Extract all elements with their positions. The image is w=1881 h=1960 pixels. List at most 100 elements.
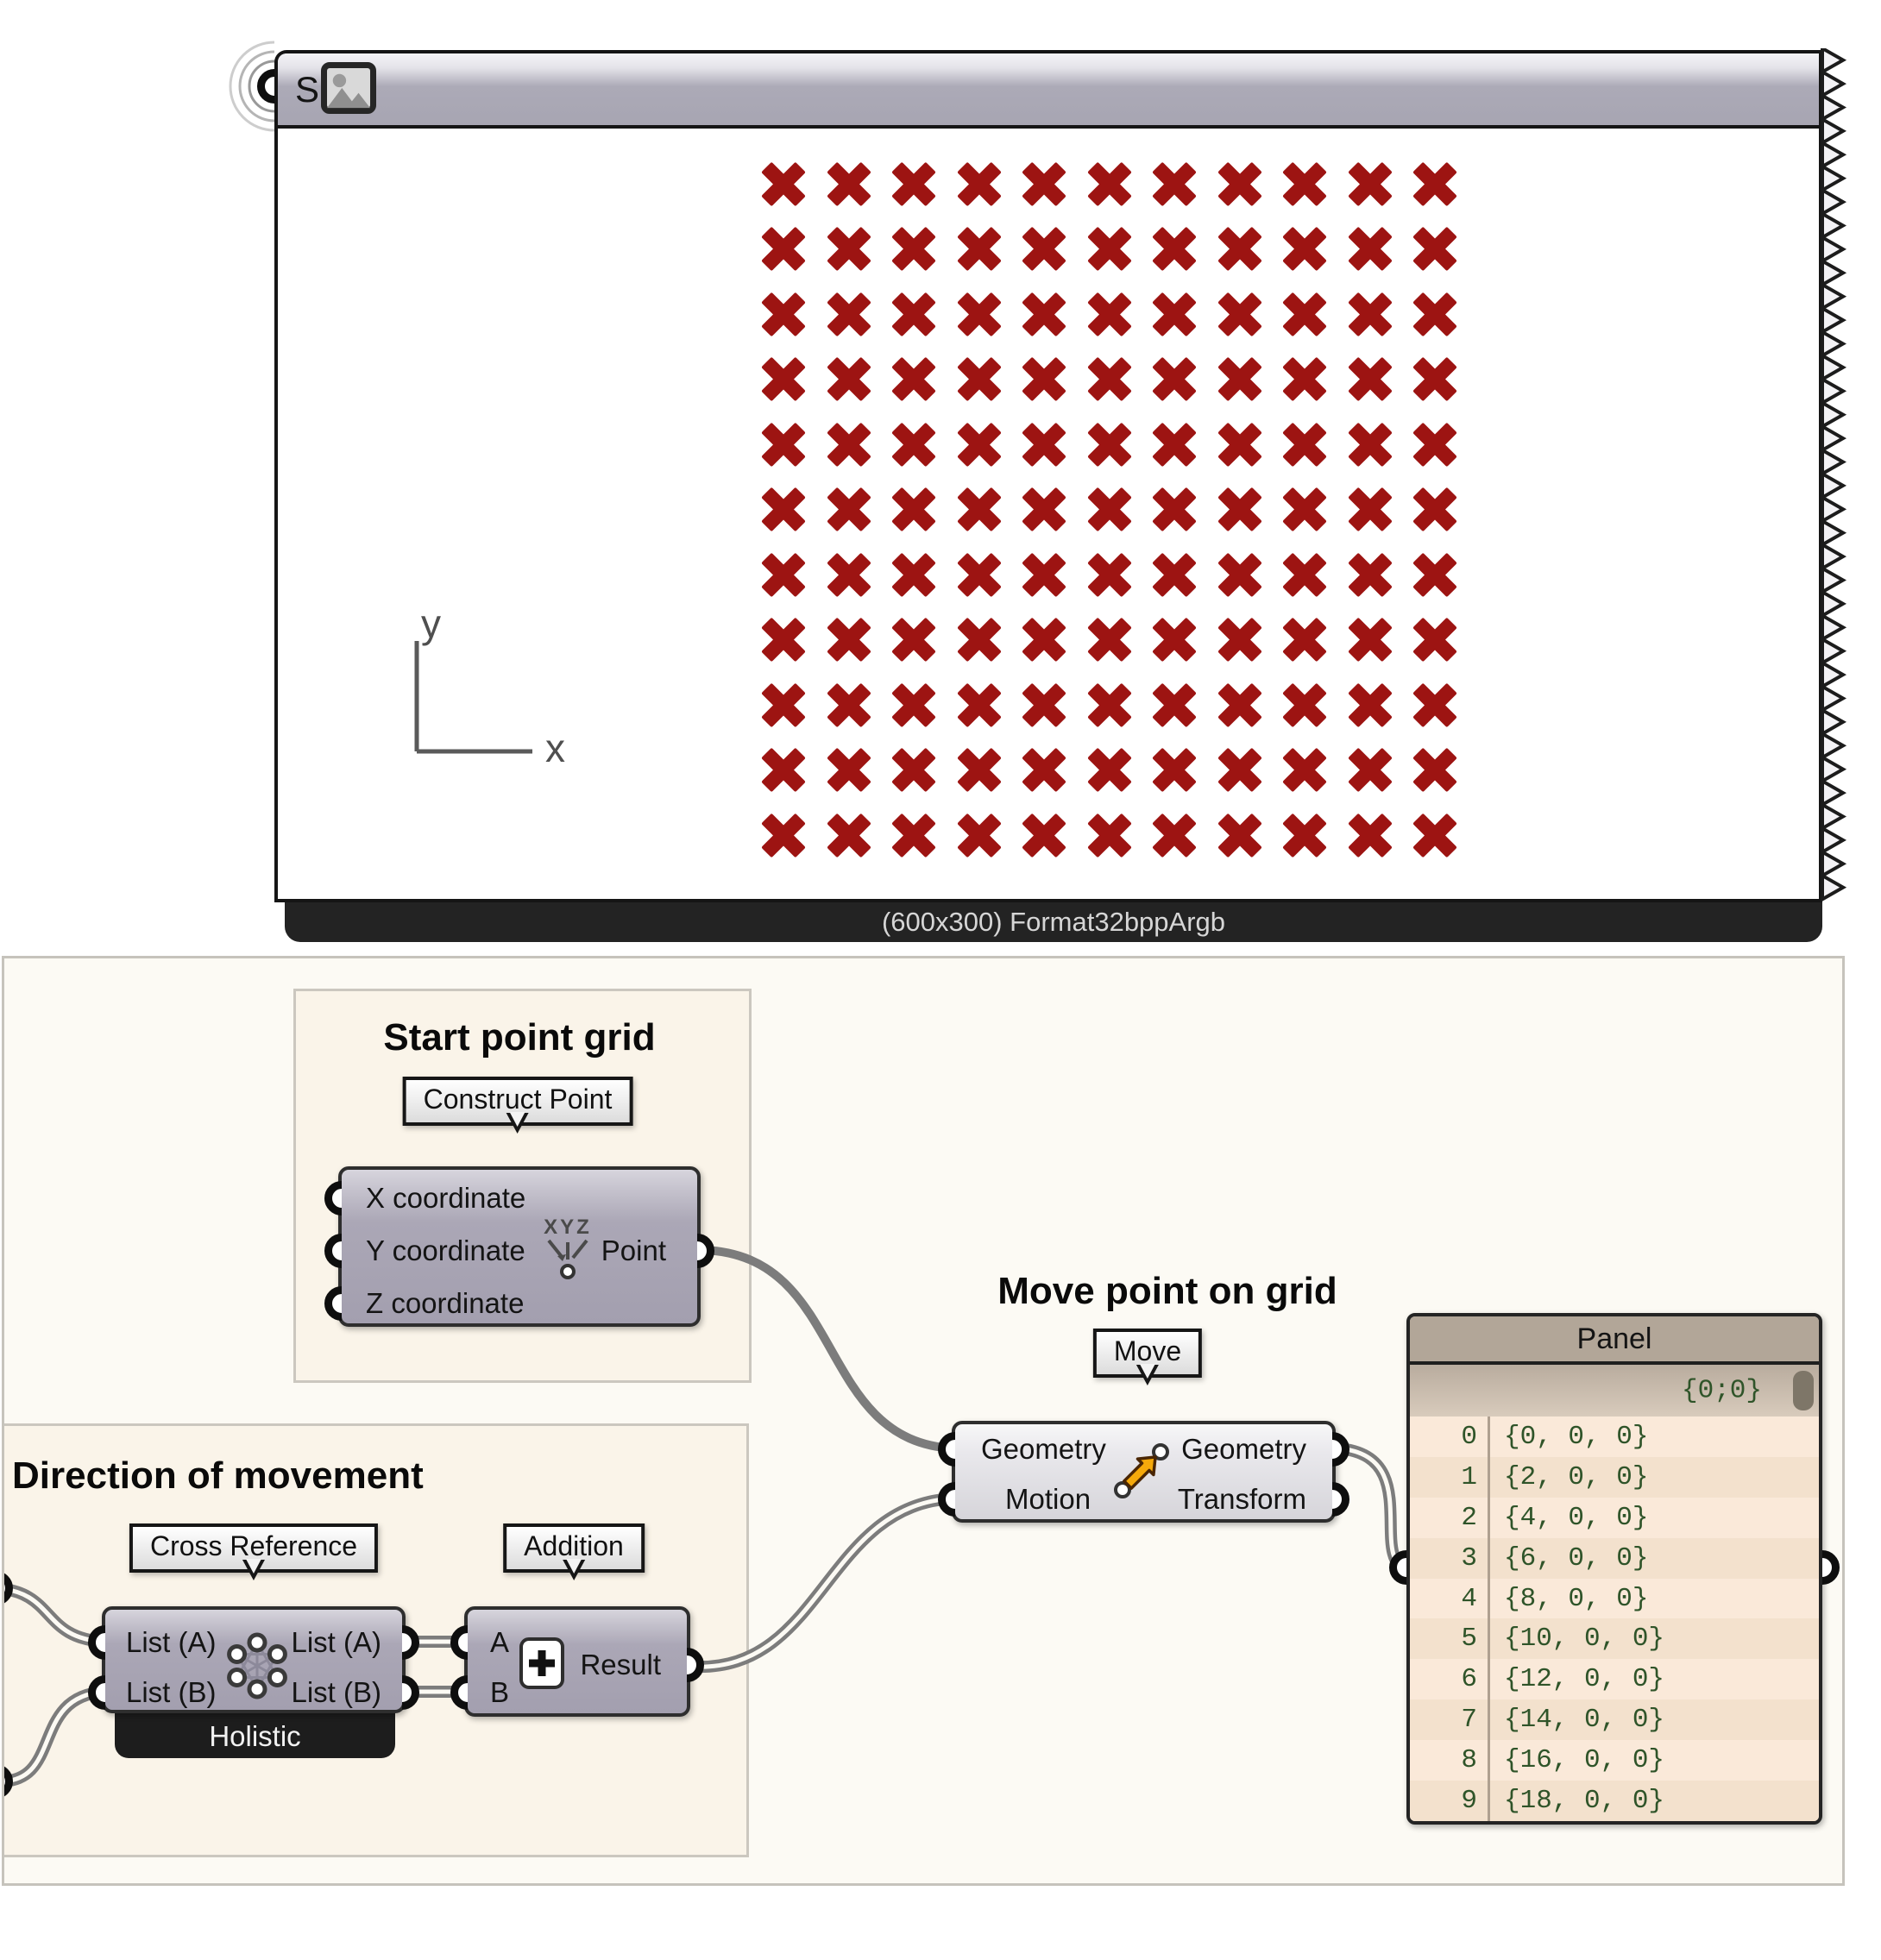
panel-row: 5{10, 0, 0} (1410, 1618, 1819, 1660)
grid-mark-x (1346, 225, 1394, 273)
grid-mark-x (825, 746, 873, 795)
grid-mark-x (1216, 225, 1264, 273)
addition-icon (519, 1637, 564, 1689)
grid-mark-x (1020, 160, 1068, 208)
grid-mark-x (1150, 225, 1198, 273)
panel-row: 2{4, 0, 0} (1410, 1497, 1819, 1538)
grid-mark-x (890, 486, 938, 534)
grid-mark-x (1085, 420, 1134, 468)
output-transform-label: Transform (1177, 1483, 1306, 1515)
input-a-label: A (490, 1626, 510, 1658)
input-geometry-label: Geometry (981, 1433, 1106, 1465)
panel-component[interactable]: Panel {0;0} 0{0, 0, 0}1{2, 0, 0}2{4, 0, … (1406, 1313, 1822, 1825)
grid-mark-x (1085, 681, 1134, 729)
cross-reference-list-b-port[interactable] (88, 1675, 105, 1710)
grid-mark-x (759, 681, 808, 729)
panel-row: 9{18, 0, 0} (1410, 1781, 1819, 1821)
construct-point-y-port[interactable] (324, 1234, 342, 1268)
grid-mark-x (955, 420, 1003, 468)
grid-mark-x (1150, 811, 1198, 859)
viewer-s-port[interactable] (257, 69, 274, 104)
input-motion-label: Motion (1005, 1483, 1091, 1515)
panel-row-index: 0 (1410, 1417, 1490, 1457)
grid-mark-x (759, 225, 808, 273)
cross-reference-mode-bar[interactable]: Holistic (115, 1706, 395, 1758)
grid-mark-x (890, 746, 938, 795)
grid-mark-x (1085, 746, 1134, 795)
cross-reference-component[interactable]: List (A) List (B) List (A) List (B) (88, 1606, 419, 1713)
construct-point-x-port[interactable] (324, 1181, 342, 1216)
grid-mark-x (1216, 486, 1264, 534)
grid-mark-x (1020, 420, 1068, 468)
grid-mark-x (955, 616, 1003, 664)
grid-mark-x (1411, 160, 1459, 208)
grid-mark-x (1411, 290, 1459, 338)
panel-input-port[interactable] (1389, 1550, 1406, 1585)
grid-mark-x (1280, 746, 1329, 795)
grid-mark-x (825, 420, 873, 468)
grid-mark-x (1280, 290, 1329, 338)
panel-row-index: 4 (1410, 1578, 1490, 1619)
grid-mark-x (1085, 811, 1134, 859)
grid-mark-x (1020, 811, 1068, 859)
grid-mark-x (890, 550, 938, 599)
construct-point-component[interactable]: X coordinate Y coordinate Z coordinate P… (324, 1166, 714, 1327)
addition-result-port[interactable] (687, 1648, 704, 1682)
output-result-label: Result (580, 1649, 661, 1680)
addition-a-port[interactable] (450, 1625, 468, 1660)
grid-mark-x (825, 616, 873, 664)
move-component[interactable]: Geometry Motion Geometry Transform (938, 1421, 1349, 1523)
grid-mark-x (955, 550, 1003, 599)
axis-y-label: y (421, 601, 441, 646)
grid-mark-x (890, 811, 938, 859)
grid-mark-x (759, 420, 808, 468)
cross-reference-list-a-port[interactable] (88, 1625, 105, 1660)
grid-mark-x (1346, 746, 1394, 795)
grid-mark-x (955, 681, 1003, 729)
panel-row-value: {10, 0, 0} (1504, 1624, 1665, 1655)
grid-mark-x (1216, 616, 1264, 664)
grid-mark-x (759, 811, 808, 859)
grid-mark-x (890, 355, 938, 404)
panel-row-index: 7 (1410, 1699, 1490, 1741)
move-geometry-port[interactable] (938, 1432, 955, 1467)
grid-mark-x (955, 225, 1003, 273)
group-title-start-point-grid: Start point grid (383, 1016, 656, 1059)
addition-component[interactable]: A B Result (450, 1606, 704, 1717)
panel-row-index: 3 (1410, 1537, 1490, 1579)
callout-construct-point: Construct Point (402, 1077, 633, 1126)
grid-mark-x (1346, 811, 1394, 859)
grid-mark-x (759, 355, 808, 404)
grid-mark-x (1411, 616, 1459, 664)
panel-row-index: 1 (1410, 1456, 1490, 1498)
addition-b-port[interactable] (450, 1675, 468, 1710)
grid-mark-x (890, 290, 938, 338)
construct-point-point-port[interactable] (697, 1234, 714, 1268)
move-transform-out-port[interactable] (1332, 1482, 1349, 1517)
panel-row-value: {2, 0, 0} (1504, 1461, 1649, 1492)
panel-scrollbar-thumb[interactable] (1793, 1371, 1814, 1410)
move-geometry-out-port[interactable] (1332, 1432, 1349, 1467)
input-b-label: B (490, 1676, 510, 1708)
grid-mark-x (890, 681, 938, 729)
axis-x-label: x (545, 726, 565, 770)
panel-row-index: 2 (1410, 1497, 1490, 1538)
viewer-header[interactable]: S (278, 53, 1819, 129)
cross-reference-list-a-out-port[interactable] (402, 1625, 419, 1660)
move-motion-port[interactable] (938, 1482, 955, 1517)
grid-mark-x (1085, 616, 1134, 664)
panel-row: 1 {2, 0, 0} (1410, 1456, 1819, 1498)
panel-row: 6{12, 0, 0} (1410, 1659, 1819, 1700)
construct-point-z-port[interactable] (324, 1286, 342, 1321)
grid-mark-x (1020, 290, 1068, 338)
grid-mark-x (1346, 355, 1394, 404)
grid-mark-x (1216, 420, 1264, 468)
panel-row: 3{6, 0, 0} (1410, 1537, 1819, 1579)
grid-mark-x (955, 811, 1003, 859)
panel-path-row: {0;0} (1410, 1365, 1819, 1417)
viewer-input-label: S (295, 69, 320, 110)
cross-reference-list-b-out-port[interactable] (402, 1675, 419, 1710)
move-icon (1114, 1443, 1169, 1498)
panel-output-port[interactable] (1822, 1550, 1840, 1585)
grid-mark-x (1020, 681, 1068, 729)
